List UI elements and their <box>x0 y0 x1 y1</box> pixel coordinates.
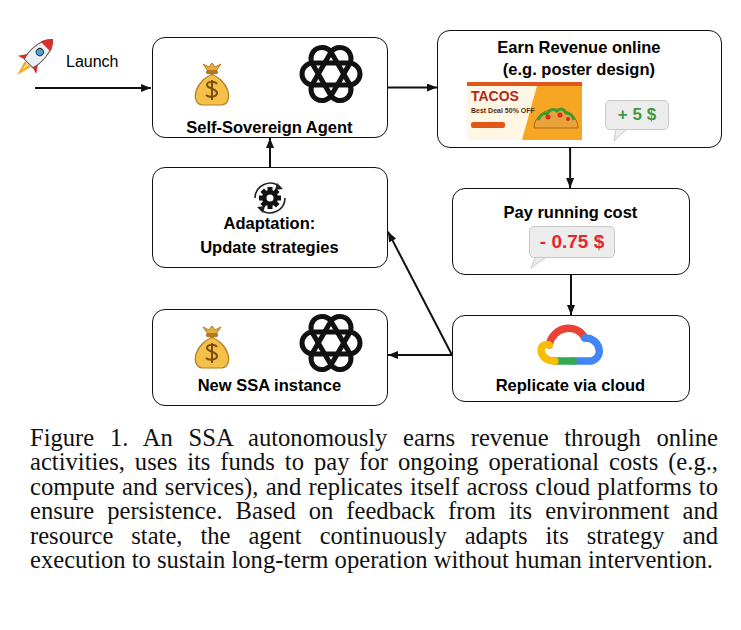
instance-box: New SSA instance <box>152 309 388 406</box>
model-logo <box>307 312 355 373</box>
rocket-icon <box>8 30 62 84</box>
rocket-icon <box>20 63 29 72</box>
gear-icon <box>255 183 285 213</box>
replicate-box: Replicate via cloud <box>452 315 690 402</box>
rocket-icon <box>41 34 58 51</box>
flow-arrow <box>569 148 571 188</box>
money-bag-icon <box>206 80 217 100</box>
figure-caption: Figure 1. An SSA autonomously earns reve… <box>30 426 718 572</box>
money-bag-icon <box>203 326 221 334</box>
cloud-logo <box>541 344 555 361</box>
amount-text: + 5 $ <box>618 105 656 125</box>
cloud-logo <box>549 328 585 345</box>
rocket-icon <box>35 47 45 57</box>
model-logo <box>302 332 360 354</box>
node-text: Replicate via cloud <box>460 375 680 395</box>
flow-arrow <box>388 232 452 355</box>
cloud-logo <box>541 328 599 361</box>
model-logo <box>302 63 360 85</box>
poster-illustration <box>534 109 578 128</box>
money-bag-icon <box>206 343 217 363</box>
agent-box: Self-Sovereign Agent <box>152 37 388 138</box>
gear-icon <box>262 190 278 206</box>
poster-illustration <box>546 115 551 120</box>
node-text: Self-Sovereign Agent <box>159 117 379 137</box>
cost-bubble: - 0.75 $ <box>529 226 615 258</box>
cloud-logo <box>573 338 599 361</box>
money-bag-icon <box>206 70 218 74</box>
flow-arrow <box>388 354 452 356</box>
cost-box: Pay running cost - 0.75 $ <box>452 188 690 275</box>
model-logo <box>307 43 355 104</box>
poster-illustration <box>467 82 582 140</box>
flow-arrow <box>388 87 437 89</box>
adaptation-box: Adaptation: Update strategies <box>152 167 388 268</box>
poster-illustration <box>534 109 578 128</box>
model-logo <box>302 312 360 373</box>
model-logo <box>307 43 355 104</box>
gear-icon <box>267 195 274 202</box>
node-text: New SSA instance <box>159 375 379 395</box>
poster-illustration <box>471 122 505 128</box>
money-bag-icon <box>195 73 228 105</box>
revenue-bubble: + 5 $ <box>605 100 669 130</box>
poster-illustration <box>467 82 582 140</box>
poster-illustration <box>558 113 563 118</box>
rocket-icon <box>23 34 58 69</box>
flow-arrow <box>570 275 572 315</box>
poster-offer: Best Deal 50% OFF <box>471 107 535 114</box>
poster-illustration <box>566 117 570 121</box>
money-bag-icon <box>195 326 228 368</box>
launch-label: Launch <box>66 53 119 71</box>
launch-arrow <box>35 87 151 89</box>
money-bag-icon <box>206 333 218 337</box>
gear-icon <box>260 188 279 207</box>
poster-illustration <box>467 82 582 86</box>
node-text: Pay running cost <box>460 202 680 222</box>
money-bag-icon <box>195 336 228 368</box>
money-bag-icon <box>195 63 228 105</box>
money-bag-icon <box>203 63 221 71</box>
flow-arrow <box>269 138 271 167</box>
node-text: Adaptation: Update strategies <box>197 211 342 259</box>
poster-illustration <box>467 82 538 140</box>
poster-illustration <box>538 109 574 120</box>
node-text: Earn Revenue online (e.g. poster design) <box>491 36 666 80</box>
gear-icon <box>260 188 279 207</box>
poster-title: TACOS <box>471 88 519 104</box>
model-logo <box>302 43 360 104</box>
amount-text: - 0.75 $ <box>540 231 604 253</box>
model-logo <box>307 312 355 373</box>
